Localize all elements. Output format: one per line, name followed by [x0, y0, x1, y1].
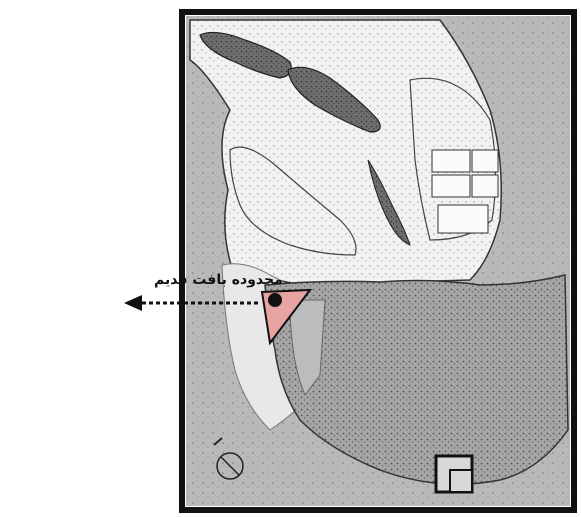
old-fabric-area-label: محدوده بافت قديم [154, 272, 283, 288]
parcel-3 [472, 150, 498, 172]
location-marker-icon [268, 293, 282, 307]
annotation-arrowhead [124, 295, 142, 311]
parcel-1 [432, 150, 470, 172]
parcel-4 [472, 175, 498, 197]
parcel-5 [438, 205, 488, 233]
parcel-2 [432, 175, 470, 197]
scale-bar-icon [436, 456, 472, 492]
